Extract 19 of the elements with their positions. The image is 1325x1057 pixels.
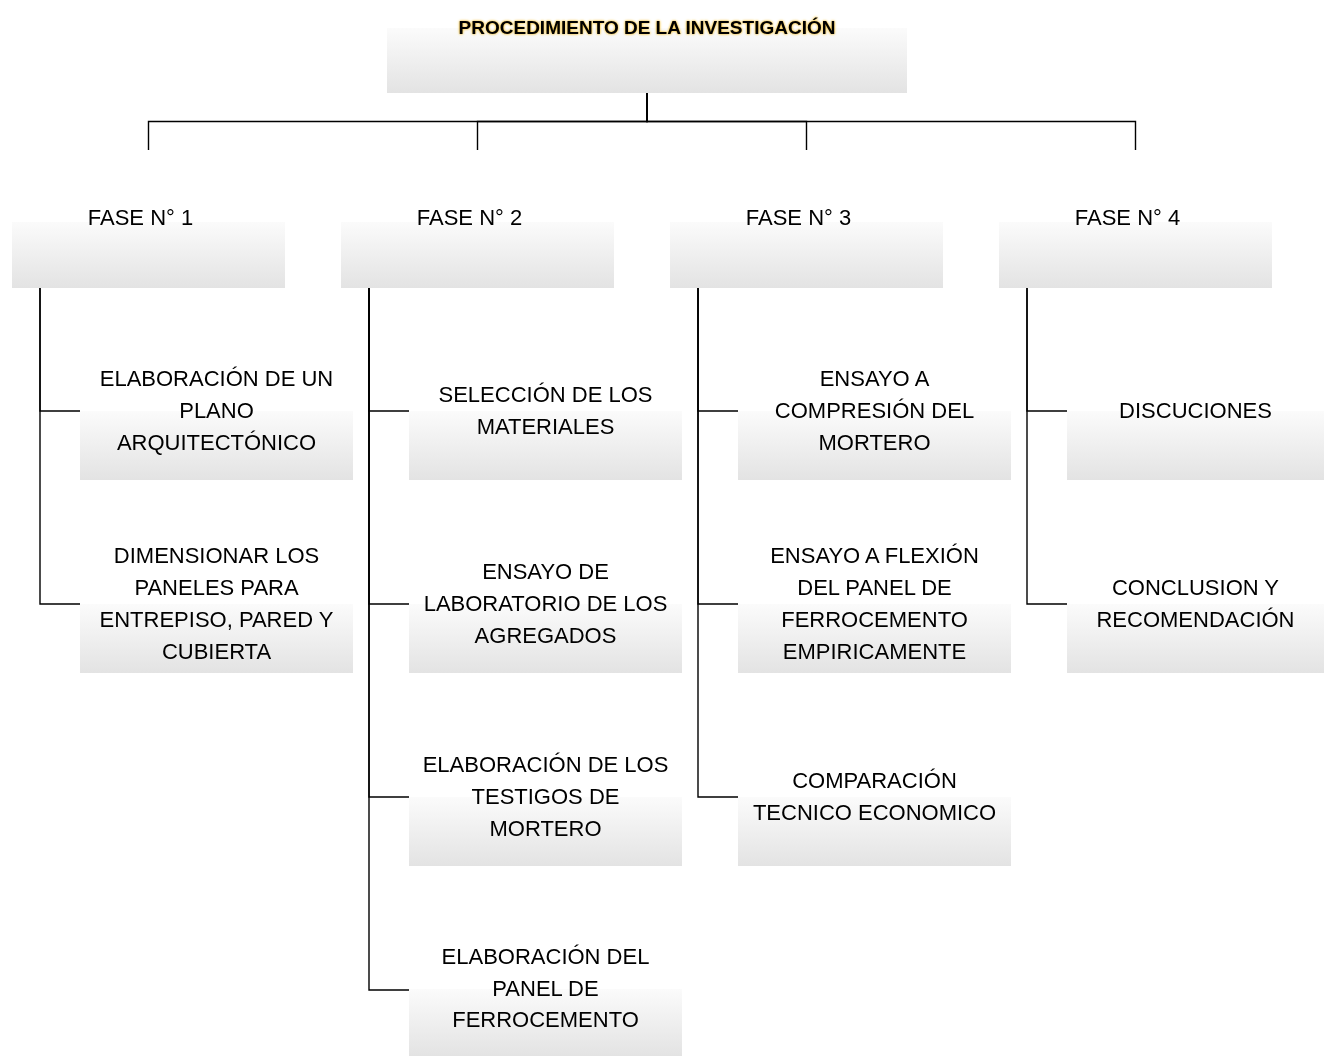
task-label: CONCLUSION Y RECOMENDACIÓN [1095,574,1296,634]
task-label: ELABORACIÓN DE LOS TESTIGOS DE MORTERO [421,751,670,843]
phase-label: FASE N° 3 [745,204,852,233]
task-label: ELABORACIÓN DEL PANEL DE FERROCEMENTO [440,942,651,1035]
task-label: ENSAYO A COMPRESIÓN DEL MORTERO [773,365,976,457]
task-label: ENSAYO DE LABORATORIO DE LOS AGREGADOS [422,558,669,650]
task-label: ENSAYO A FLEXIÓN DEL PANEL DE FERROCEMENTO EMPIRICAMENTE [769,542,980,666]
connector-line [1026,287,1068,605]
task-label: COMPARACIÓN TECNICO ECONOMICO [751,767,998,827]
task-label: SELECCIÓN DE LOS MATERIALES [437,381,654,441]
connector-line [39,287,81,605]
phase-label: FASE N° 4 [1074,204,1181,233]
box-heading: PROCEDIMIENTO DE LA INVESTIGACIÓN [458,16,836,40]
phase-label: FASE N° 1 [87,204,194,233]
connector-line [697,287,739,798]
task-label: ELABORACIÓN DE UN PLANO ARQUITECTÓNICO [98,365,335,457]
task-label: DIMENSIONAR LOS PANELES PARA ENTREPISO, PARED Y CUBIERTA [98,542,335,666]
task-label: DISCUCIONES [1119,397,1272,426]
phase-label: FASE N° 2 [416,204,523,233]
